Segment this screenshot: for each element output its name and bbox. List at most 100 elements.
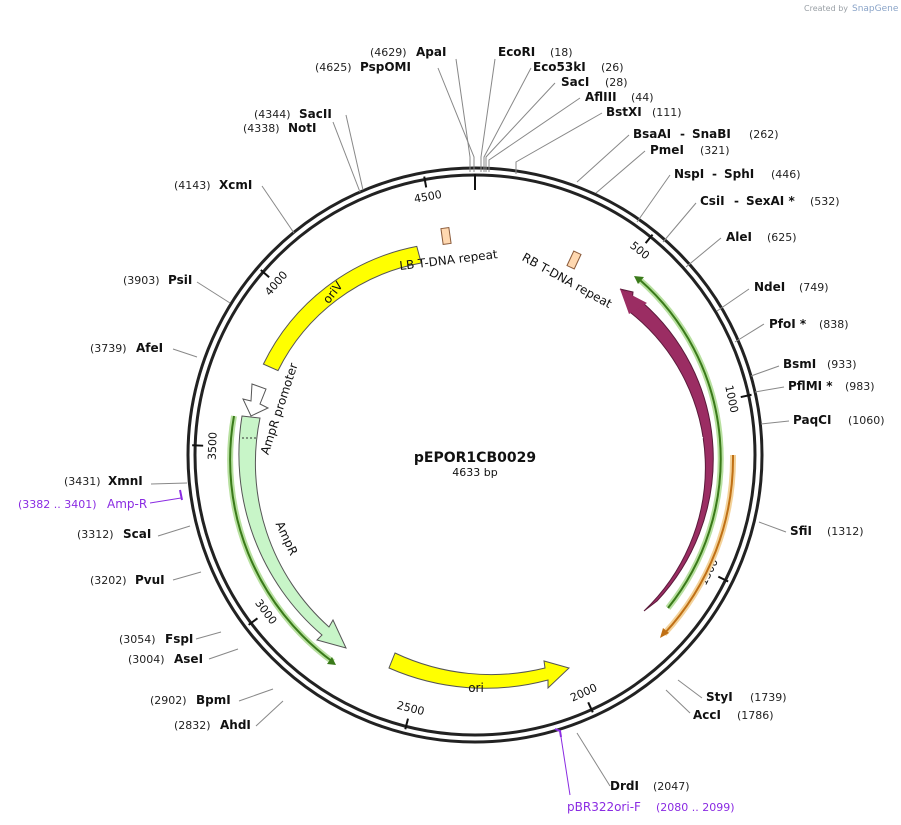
site-name: ScaI <box>123 527 151 541</box>
site-position: (4143) <box>174 179 211 192</box>
scale-tick-mark <box>644 233 654 244</box>
scale-tick-mark <box>717 575 729 583</box>
site-ecori[interactable]: EcoRI (18) <box>498 45 573 59</box>
site-name: PspOMI <box>360 60 411 74</box>
plasmid-length: 4633 bp <box>452 466 497 479</box>
site-afei[interactable]: (3739) AfeI <box>90 341 163 355</box>
ampr-arrow[interactable] <box>238 415 347 649</box>
site-position: (3004) <box>128 653 165 666</box>
ori-arrow[interactable] <box>388 652 570 690</box>
site-acci[interactable]: AccI (1786) <box>693 708 774 722</box>
site-xcmi[interactable]: (4143) XcmI <box>174 178 252 192</box>
scale-tick-mark <box>404 718 409 730</box>
site-position: (3903) <box>123 274 160 287</box>
site-name: AhdI <box>220 718 251 732</box>
site-saci[interactable]: SacI (28) <box>561 75 628 89</box>
orf-green-line <box>639 279 722 609</box>
site-name-2: SexAI * <box>746 194 795 208</box>
site-position: (3054) <box>119 633 156 646</box>
site-ahdi[interactable]: (2832) AhdI <box>174 718 251 732</box>
site-ndei[interactable]: NdeI (749) <box>754 280 829 294</box>
site-alei[interactable]: AleI (625) <box>726 230 797 244</box>
site-pspomi[interactable]: (4625) PspOMI <box>315 60 411 74</box>
site-name: AflIII <box>585 90 617 104</box>
site-position: (983) <box>845 380 875 393</box>
site-position: (3312) <box>77 528 114 541</box>
site-position: (4338) <box>243 122 280 135</box>
site-scai[interactable]: (3312) ScaI <box>77 527 151 541</box>
site-nspi-sphi[interactable]: NspI - SphI (446) <box>674 167 801 181</box>
lb-repeat-mark[interactable] <box>440 226 452 246</box>
oriV-arc[interactable] <box>262 245 422 372</box>
site-name: BstXI <box>606 105 642 119</box>
site-xmni[interactable]: (3431) XmnI <box>64 474 143 488</box>
site-bsmi[interactable]: BsmI (933) <box>783 357 857 371</box>
site-name: BsmI <box>783 357 816 371</box>
site-position: (1786) <box>737 709 774 722</box>
site-fspi[interactable]: (3054) FspI <box>119 632 193 646</box>
site-position: (18) <box>550 46 573 59</box>
primer-leader <box>560 736 571 796</box>
site-csii-sexai[interactable]: CsiI - SexAI * (532) <box>700 194 840 208</box>
site-pflmi[interactable]: PflMI * (983) <box>788 379 875 393</box>
primer-mark <box>179 489 183 501</box>
site-sacii[interactable]: (4344) SacII <box>254 107 332 121</box>
scale-tick-label: 1000 <box>722 384 741 414</box>
site-leader-lines <box>150 58 790 787</box>
site-name: BpmI <box>196 693 231 707</box>
site-bsaai-snabi[interactable]: BsaAI - SnaBI (262) <box>633 127 779 141</box>
site-pvui[interactable]: (3202) PvuI <box>90 573 165 587</box>
site-name-2: SphI <box>724 167 754 181</box>
site-noti[interactable]: (4338) NotI <box>243 121 317 135</box>
site-position: (3739) <box>90 342 127 355</box>
site-position: (4625) <box>315 61 352 74</box>
primer-name: Amp-R <box>107 497 147 511</box>
site-pfoi[interactable]: PfoI * (838) <box>769 317 849 331</box>
site-bpmi[interactable]: (2902) BpmI <box>150 693 231 707</box>
site-position: (625) <box>767 231 797 244</box>
primer-amp-r[interactable]: (3382 .. 3401) Amp-R <box>18 489 183 511</box>
site-position: (749) <box>799 281 829 294</box>
rb-repeat-mark[interactable] <box>566 250 582 270</box>
site-asei[interactable]: (3004) AseI <box>128 652 203 666</box>
credit-prefix: Created by <box>804 4 848 13</box>
scale-tick-label: 4000 <box>262 269 290 299</box>
rb-repeat-label: RB T-DNA repeat <box>520 250 615 311</box>
site-position: (26) <box>601 61 624 74</box>
orf-orange-arrowhead <box>660 628 669 638</box>
site-drdi[interactable]: DrdI (2047) <box>610 779 690 793</box>
site-bstxi[interactable]: BstXI (111) <box>606 105 682 119</box>
site-pmei[interactable]: PmeI (321) <box>650 143 730 157</box>
site-name: NdeI <box>754 280 785 294</box>
orf-orange-line <box>663 454 735 635</box>
site-position: (2902) <box>150 694 187 707</box>
site-position: (838) <box>819 318 849 331</box>
site-name-separator: - <box>734 194 739 208</box>
site-name-separator: - <box>680 127 685 141</box>
scale-tick-mark <box>740 393 752 399</box>
site-position: (262) <box>749 128 779 141</box>
site-position: (2832) <box>174 719 211 732</box>
site-name: EcoRI <box>498 45 535 59</box>
site-sfii[interactable]: SfiI (1312) <box>790 524 864 538</box>
site-styi[interactable]: StyI (1739) <box>706 690 787 704</box>
site-name: PmeI <box>650 143 684 157</box>
orf-orange-halo <box>661 454 737 637</box>
scale-tick-mark <box>248 617 259 626</box>
site-apai[interactable]: (4629) ApaI <box>370 45 446 59</box>
ampr-label: AmpR <box>273 519 301 557</box>
site-name: BsaAI <box>633 127 671 141</box>
scale-tick-mark <box>260 269 270 278</box>
ampr-promoter-arrow[interactable] <box>242 383 270 417</box>
site-name: PaqCI <box>793 413 831 427</box>
scale-tick-label: 2500 <box>395 699 425 718</box>
site-position: (111) <box>652 106 682 119</box>
site-eco53ki[interactable]: Eco53kI (26) <box>533 60 624 74</box>
site-psii[interactable]: (3903) PsiI <box>123 273 192 287</box>
primer-pbr322ori-f[interactable]: pBR322ori-F (2080 .. 2099) <box>554 728 735 814</box>
site-paqci[interactable]: PaqCI (1060) <box>793 413 885 427</box>
trfA-arc[interactable] <box>619 288 714 612</box>
site-afliii[interactable]: AflIII (44) <box>585 90 654 104</box>
scale-tick-mark <box>423 176 428 188</box>
ori-label: ori <box>468 681 484 695</box>
